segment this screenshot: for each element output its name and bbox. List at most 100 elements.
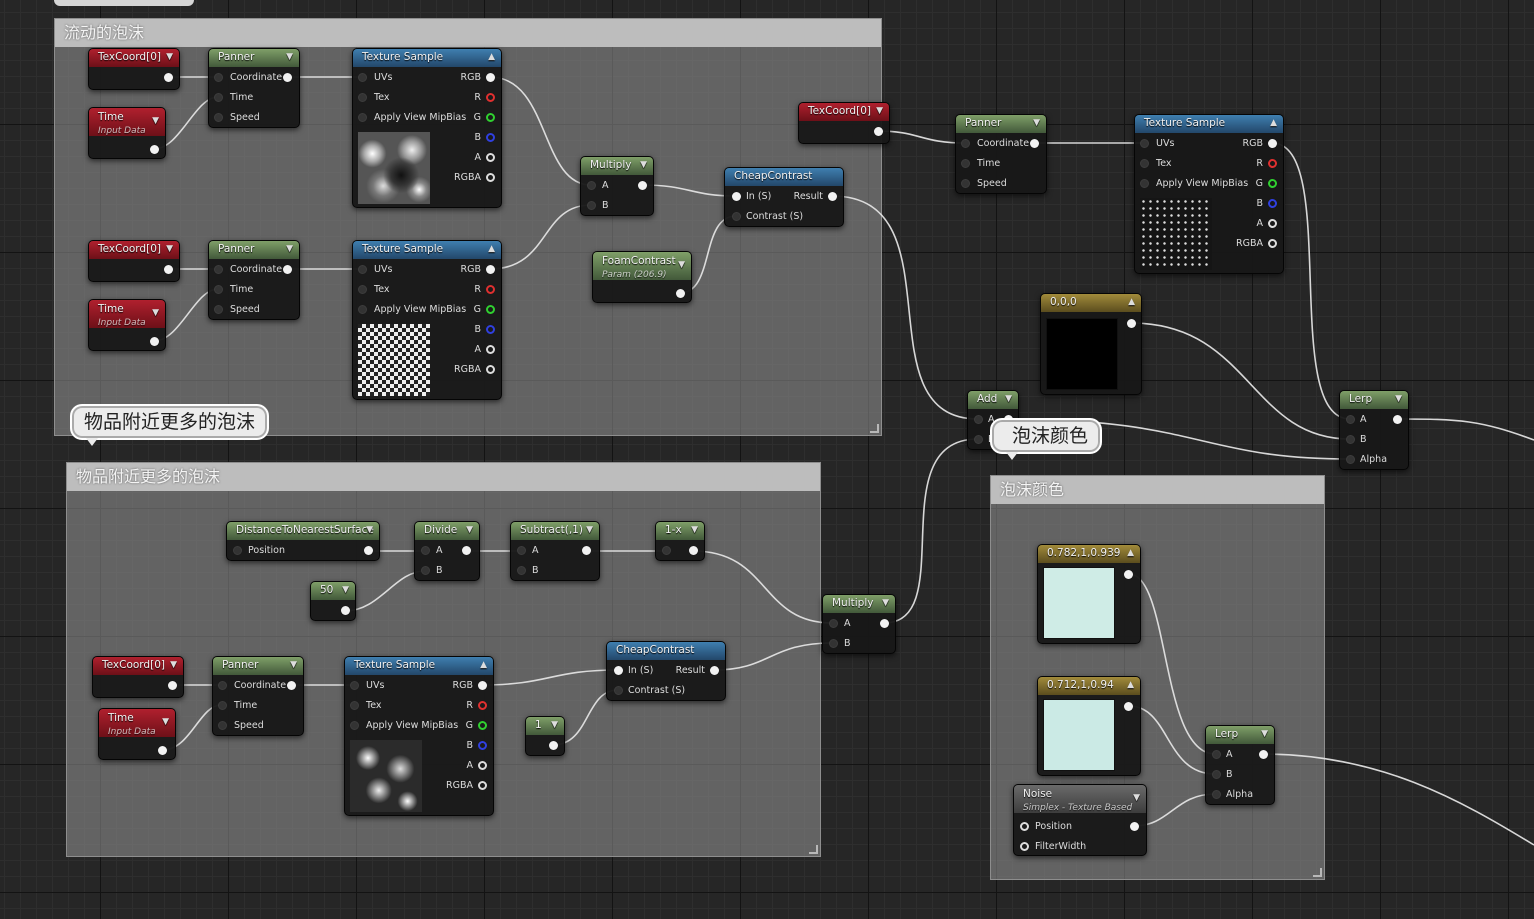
pin-row[interactable]: A — [415, 541, 479, 561]
pin-dot-icon[interactable] — [283, 73, 292, 82]
pin-dot-icon[interactable] — [1212, 750, 1221, 759]
cheap-contrast-node[interactable]: CheapContrast In (S)Result Contrast (S) — [606, 641, 726, 701]
chevron-down-icon[interactable]: ▼ — [342, 585, 349, 595]
pin-dot-icon[interactable] — [614, 666, 623, 675]
pin-dot-icon[interactable] — [828, 192, 837, 201]
pin-dot-icon[interactable] — [1346, 455, 1355, 464]
pin-dot-icon[interactable] — [587, 181, 596, 190]
texcoord-node[interactable]: TexCoord[0]▼ — [88, 240, 180, 282]
pin-dot-icon[interactable] — [486, 153, 495, 162]
texcoord-node[interactable]: TexCoord[0]▼ — [88, 48, 180, 90]
chevron-down-icon[interactable]: ▼ — [586, 525, 593, 535]
chevron-down-icon[interactable]: ▼ — [1261, 729, 1268, 739]
chevron-down-icon[interactable]: ▼ — [678, 260, 685, 270]
one-minus-node[interactable]: 1-x▼ — [655, 521, 705, 561]
pin-dot-icon[interactable] — [214, 305, 223, 314]
output-pin[interactable] — [341, 606, 350, 615]
node-header[interactable]: Lerp▼ — [1206, 726, 1274, 744]
node-header[interactable]: Panner▼ — [956, 115, 1046, 133]
constant-color-node[interactable]: 0.782,1,0.939▲ — [1037, 544, 1141, 644]
pin-dot-icon[interactable] — [478, 781, 487, 790]
chevron-up-icon[interactable]: ▲ — [1128, 297, 1135, 307]
node-header[interactable]: TexCoord[0]▼ — [89, 49, 179, 67]
pin-row[interactable]: A — [345, 756, 493, 776]
pin-row[interactable]: A — [823, 614, 895, 634]
output-pin[interactable] — [150, 145, 159, 154]
pin-dot-icon[interactable] — [587, 201, 596, 210]
pin-dot-icon[interactable] — [486, 133, 495, 142]
pin-dot-icon[interactable] — [974, 415, 983, 424]
pin-dot-icon[interactable] — [283, 265, 292, 274]
pin-dot-icon[interactable] — [732, 192, 741, 201]
chevron-down-icon[interactable]: ▼ — [366, 525, 373, 535]
pin-dot-icon[interactable] — [710, 666, 719, 675]
texcoord-node[interactable]: TexCoord[0]▼ — [798, 102, 890, 144]
divide-node[interactable]: Divide▼ A B — [414, 521, 480, 581]
panner-node[interactable]: Panner▼ Coordinate Time Speed — [208, 240, 300, 320]
node-header[interactable]: 1-x▼ — [656, 522, 704, 540]
chevron-down-icon[interactable]: ▼ — [1033, 118, 1040, 128]
node-header[interactable]: Texture Sample▲ — [345, 657, 493, 675]
node-header[interactable]: CheapContrast — [725, 168, 843, 186]
pin-dot-icon[interactable] — [214, 113, 223, 122]
pin-dot-icon[interactable] — [462, 546, 471, 555]
pin-row[interactable]: Coordinate — [209, 68, 299, 88]
node-header[interactable]: 0.712,1,0.94▲ — [1038, 677, 1140, 695]
pin-dot-icon[interactable] — [1140, 179, 1149, 188]
offscreen-comment-bubble[interactable] — [54, 0, 194, 6]
constant-50-node[interactable]: 50▼ — [310, 581, 356, 621]
node-header[interactable]: 1▼ — [526, 717, 564, 735]
chevron-down-icon[interactable]: ▼ — [152, 116, 159, 126]
constant-1-node[interactable]: 1▼ — [525, 716, 565, 756]
pin-dot-icon[interactable] — [486, 365, 495, 374]
pin-dot-icon[interactable] — [1212, 790, 1221, 799]
panner-node[interactable]: Panner▼ Coordinate Time Speed — [212, 656, 304, 736]
pin-dot-icon[interactable] — [421, 546, 430, 555]
chevron-up-icon[interactable]: ▲ — [480, 660, 487, 670]
pin-dot-icon[interactable] — [517, 546, 526, 555]
output-pin[interactable] — [150, 337, 159, 346]
pin-dot-icon[interactable] — [1140, 159, 1149, 168]
pin-row[interactable]: RGBA — [353, 360, 501, 380]
pin-row[interactable]: A — [1135, 214, 1283, 234]
output-pin[interactable] — [1124, 702, 1133, 711]
output-pin[interactable] — [1127, 319, 1136, 328]
pin-dot-icon[interactable] — [486, 345, 495, 354]
constant-color-node[interactable]: 0,0,0▲ — [1040, 293, 1142, 395]
pin-dot-icon[interactable] — [829, 619, 838, 628]
comment-title[interactable]: 流动的泡沫 — [55, 19, 881, 47]
chevron-down-icon[interactable]: ▼ — [162, 717, 169, 727]
pin-row[interactable]: A — [353, 340, 501, 360]
panner-node[interactable]: Panner▼ Coordinate Time Speed — [208, 48, 300, 128]
pin-dot-icon[interactable] — [287, 681, 296, 690]
input-pin[interactable] — [662, 546, 671, 555]
output-pin[interactable] — [168, 681, 177, 690]
chevron-down-icon[interactable]: ▼ — [876, 106, 883, 116]
node-header[interactable]: DistanceToNearestSurface▼ — [227, 522, 379, 540]
pin-dot-icon[interactable] — [358, 73, 367, 82]
chevron-up-icon[interactable]: ▲ — [1127, 548, 1134, 558]
chevron-down-icon[interactable]: ▼ — [1133, 793, 1140, 803]
chevron-down-icon[interactable]: ▼ — [1395, 394, 1402, 404]
node-header[interactable]: 0,0,0▲ — [1041, 294, 1141, 312]
distance-to-nearest-surface-node[interactable]: DistanceToNearestSurface▼ Position — [226, 521, 380, 561]
pin-dot-icon[interactable] — [478, 741, 487, 750]
pin-dot-icon[interactable] — [1130, 822, 1139, 831]
chevron-down-icon[interactable]: ▼ — [286, 244, 293, 254]
pin-dot-icon[interactable] — [358, 93, 367, 102]
output-pin[interactable] — [689, 546, 698, 555]
pin-dot-icon[interactable] — [880, 619, 889, 628]
pin-dot-icon[interactable] — [486, 73, 495, 82]
pin-dot-icon[interactable] — [1346, 435, 1355, 444]
pin-dot-icon[interactable] — [214, 73, 223, 82]
